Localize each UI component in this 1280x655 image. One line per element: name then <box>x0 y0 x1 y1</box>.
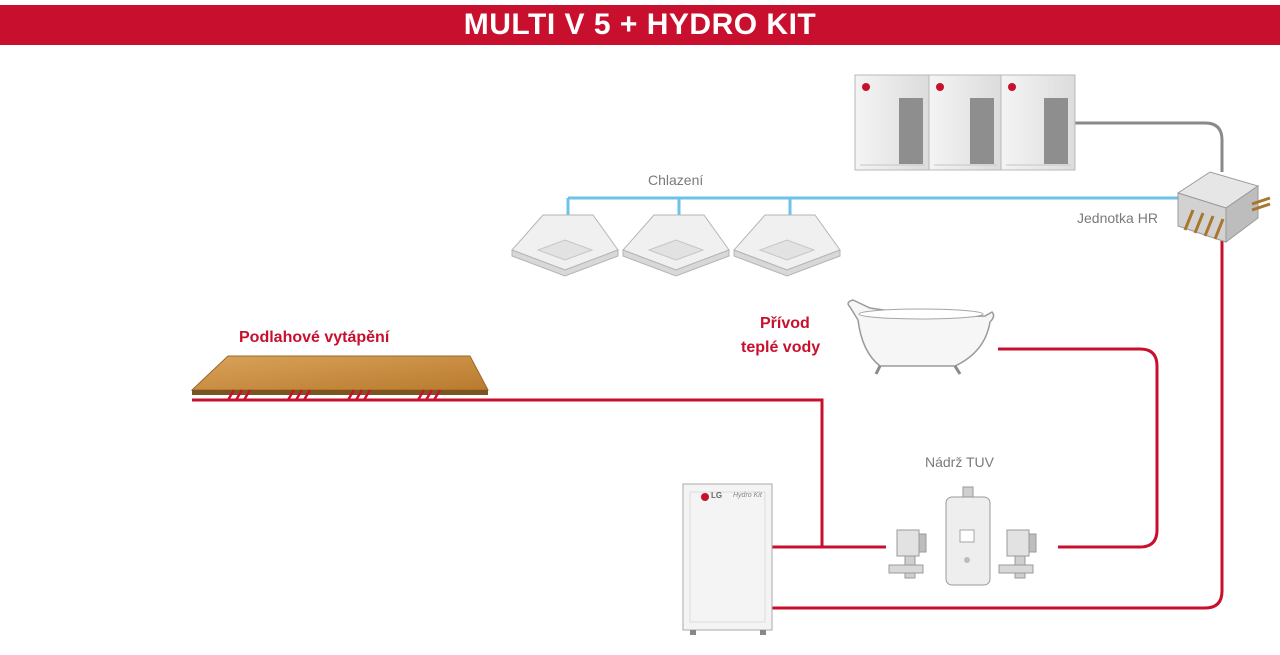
title-banner: MULTI V 5 + HYDRO KIT <box>0 5 1280 45</box>
label-cooling: Chlazení <box>648 172 704 188</box>
bathtub-icon <box>847 299 995 375</box>
outdoor-unit <box>1000 74 1076 171</box>
cassette-unit <box>733 214 841 277</box>
hr-unit-box <box>1176 171 1271 243</box>
floor-heating-panel <box>190 355 489 401</box>
page-title: MULTI V 5 + HYDRO KIT <box>463 8 817 41</box>
tank-icon <box>945 486 991 586</box>
outdoor-unit <box>854 74 930 171</box>
outdoor-units <box>854 74 1076 171</box>
pump-left-icon <box>888 529 927 579</box>
label-tank: Nádrž TUV <box>925 454 994 470</box>
label-hr-unit: Jednotka HR <box>1077 210 1158 226</box>
label-floor-heating: Podlahové vytápění <box>239 329 390 346</box>
cassette-units <box>511 214 841 277</box>
cassette-unit <box>622 214 730 277</box>
hydro-logo: LG <box>711 491 723 500</box>
hydro-kit-unit <box>682 483 773 635</box>
cassette-unit <box>511 214 619 277</box>
pump-right-icon <box>998 529 1037 579</box>
label-hot-water-line2: teplé vody <box>741 339 821 356</box>
label-hot-water-line1: Přívod <box>760 315 810 332</box>
refrigerant-pipe-gray <box>1075 121 1224 172</box>
cooling-pipes-blue <box>566 196 1180 215</box>
hydro-brand: Hydro Kit <box>733 492 762 499</box>
heating-pipes-red <box>192 240 1224 610</box>
outdoor-unit <box>928 74 1002 171</box>
